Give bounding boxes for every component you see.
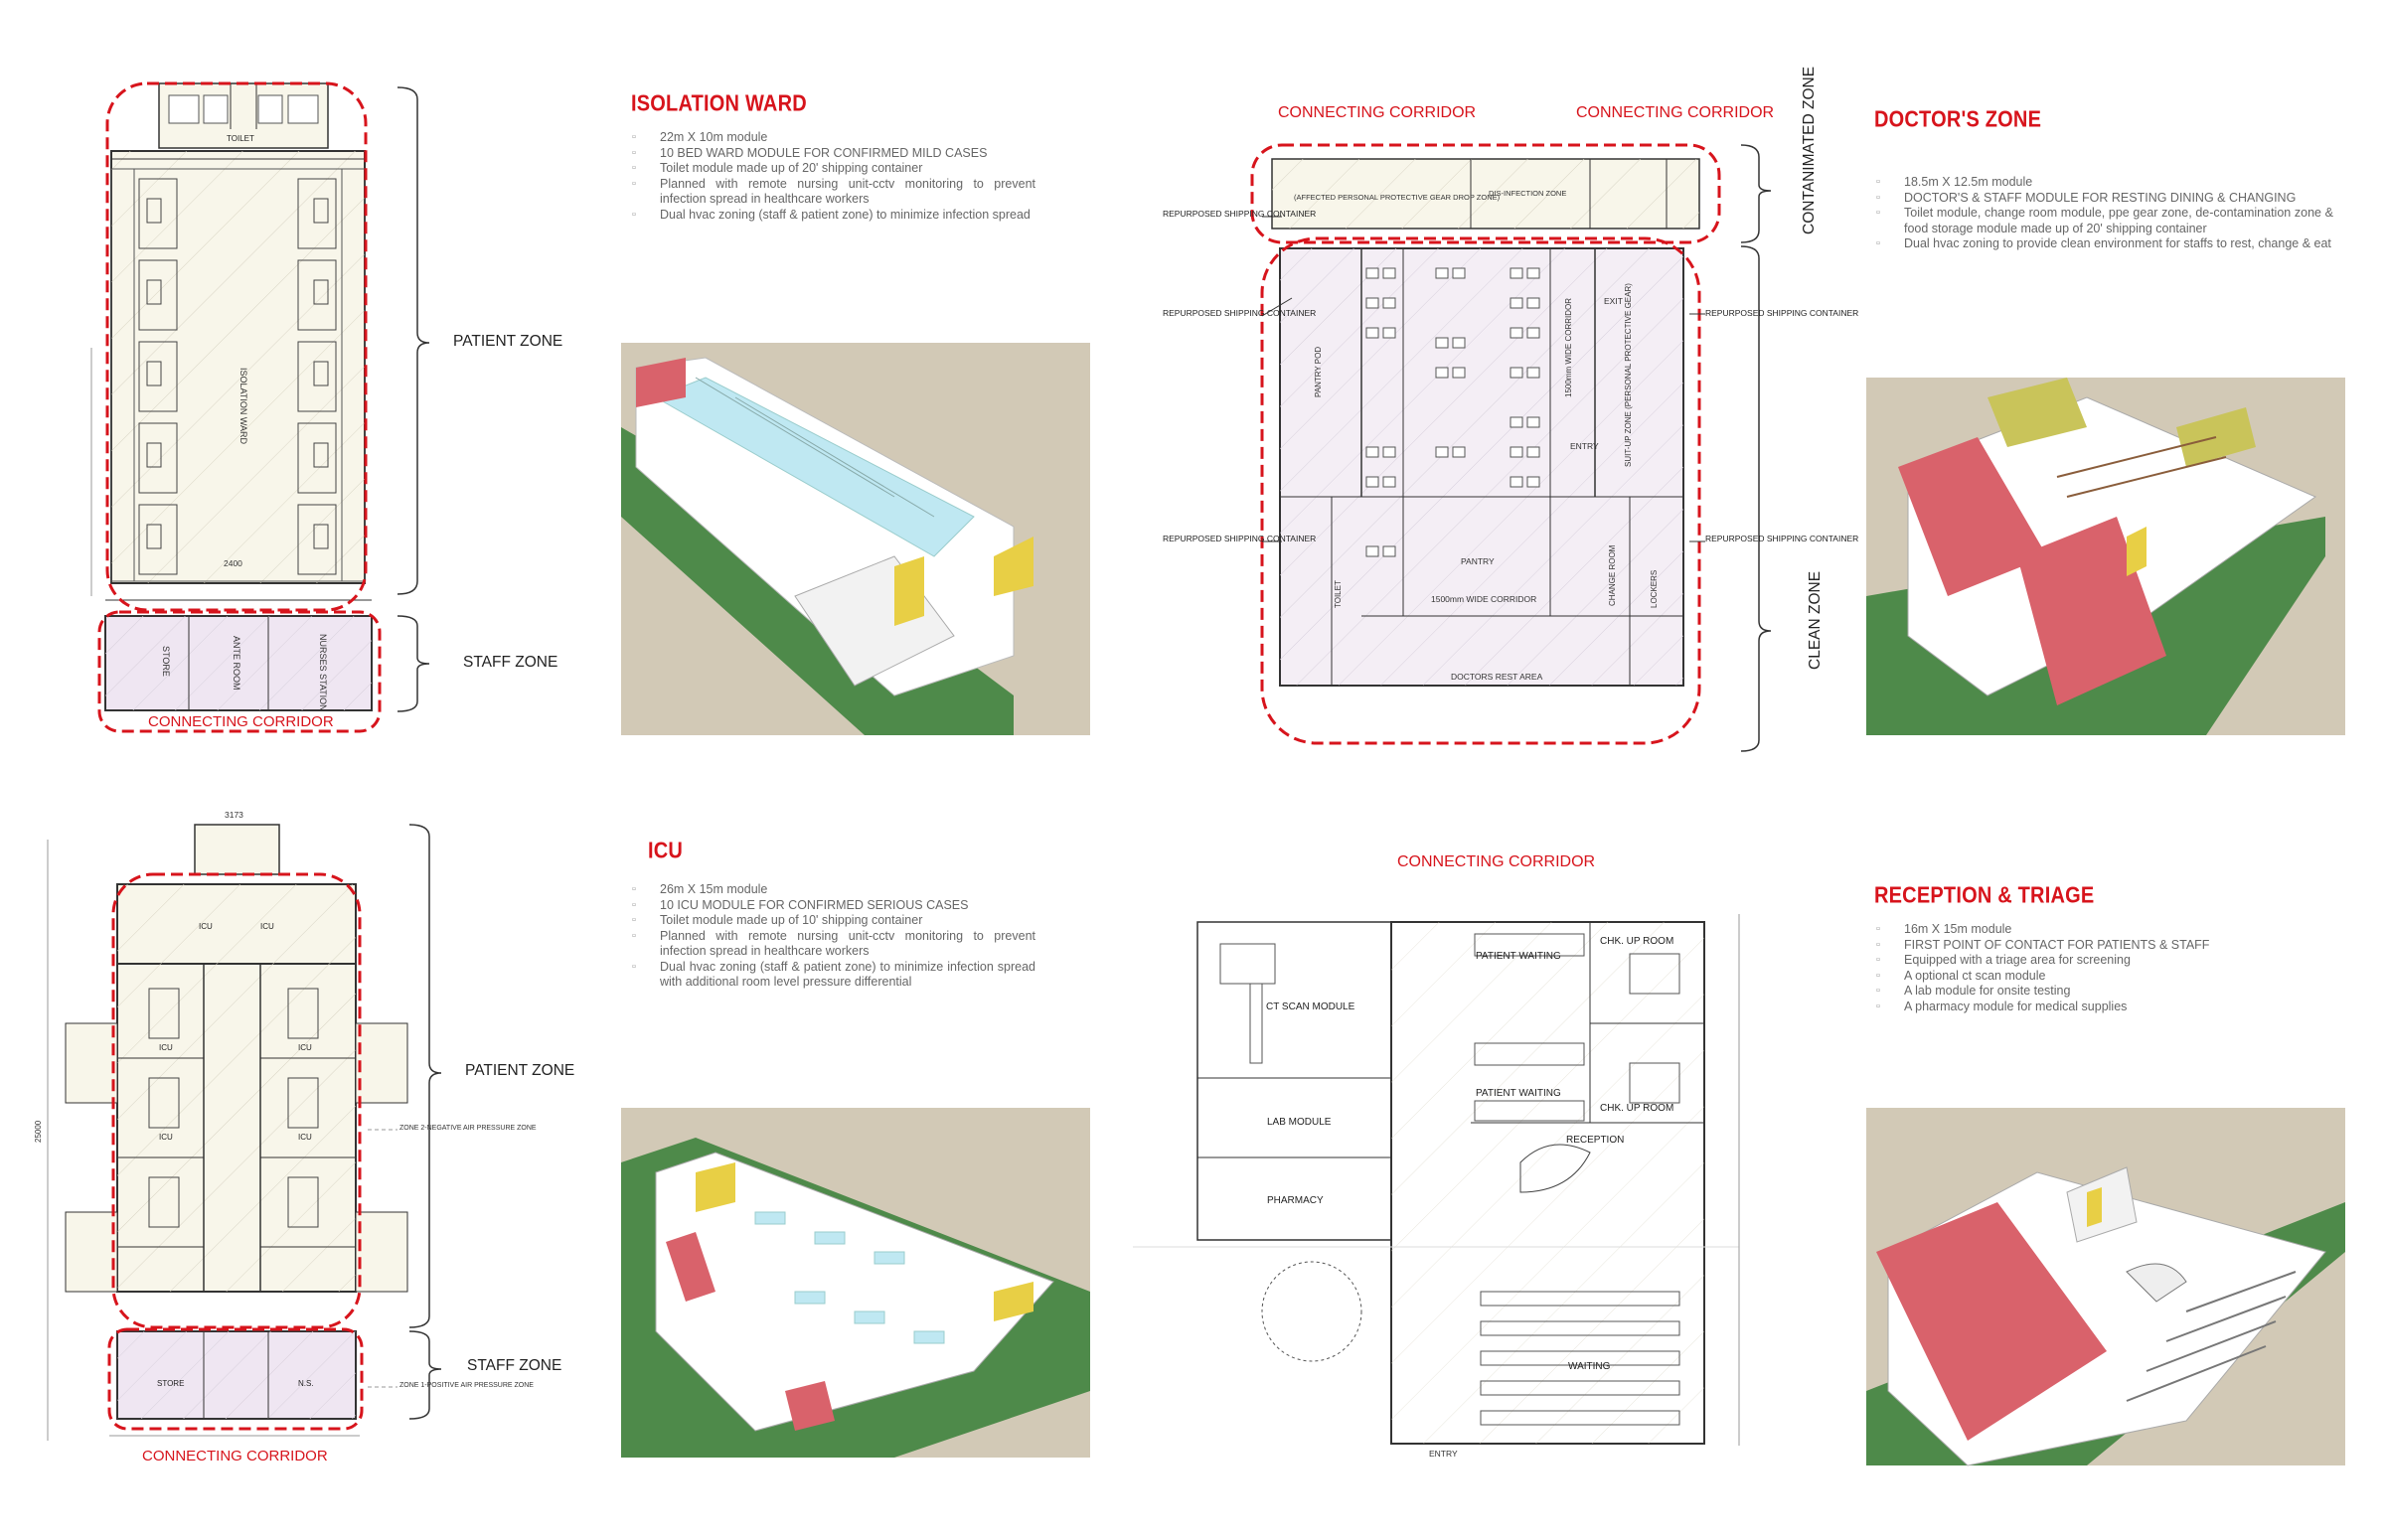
icu-bullets: 26m X 15m module 10 ICU MODULE FOR CONFI… (632, 882, 1035, 991)
entry-label: ENTRY (1570, 441, 1599, 451)
repurposed-container-label: REPURPOSED SHIPPING CONTAINER (1705, 308, 1859, 318)
icu-bullet: Toilet module made up of 10' shipping co… (632, 913, 1035, 929)
reception-bullet: A optional ct scan module (1876, 969, 2333, 985)
icu-patient-zone-label: PATIENT ZONE (465, 1062, 575, 1079)
patient-waiting-room: PATIENT WAITING (1476, 1088, 1561, 1099)
reception-entry-label: ENTRY (1429, 1449, 1458, 1459)
reception-room: RECEPTION (1566, 1135, 1625, 1146)
patient-waiting-room: PATIENT WAITING (1476, 951, 1561, 962)
icu-connecting-corridor-label: CONNECTING CORRIDOR (142, 1448, 328, 1464)
icu-room: ICU (199, 922, 213, 931)
icu-bullet: Planned with remote nursing unit-cctv mo… (632, 929, 1035, 960)
doctors-bullet: 18.5m X 12.5m module (1876, 175, 2333, 191)
doctors-bullets: 18.5m X 12.5m module DOCTOR'S & STAFF MO… (1876, 175, 2333, 252)
positive-pressure-zone-label: ZONE 1-POSITIVE AIR PRESSURE ZONE (399, 1382, 534, 1389)
negative-pressure-zone-label: ZONE 2-NEGATIVE AIR PRESSURE ZONE (399, 1125, 537, 1132)
doctors-bullet: Dual hvac zoning to provide clean enviro… (1876, 236, 2333, 252)
doctors-connecting-corridor-left: CONNECTING CORRIDOR (1278, 104, 1477, 121)
icu-staff-zone-label: STAFF ZONE (467, 1357, 562, 1374)
reception-bullet: FIRST POINT OF CONTACT FOR PATIENTS & ST… (1876, 938, 2333, 954)
isolation-bullets: 22m X 10m module 10 BED WARD MODULE FOR … (632, 130, 1035, 223)
isolation-bullet: Planned with remote nursing unit-cctv mo… (632, 177, 1035, 208)
icu-room: ICU (298, 1043, 312, 1052)
doctors-bullet: DOCTOR'S & STAFF MODULE FOR RESTING DINI… (1876, 191, 2333, 207)
icu-room: ICU (159, 1133, 173, 1142)
ppe-drop-zone-room: (AFFECTED PERSONAL PROTECTIVE GEAR DROP … (1294, 193, 1501, 202)
pantry-room: PANTRY (1461, 556, 1495, 566)
reception-bullet: A pharmacy module for medical supplies (1876, 1000, 2333, 1015)
doctors-connecting-corridor-right: CONNECTING CORRIDOR (1576, 104, 1775, 121)
icu-room: ICU (260, 922, 274, 931)
icu-bullet: Dual hvac zoning (staff & patient zone) … (632, 960, 1035, 991)
doctors-bullet: Toilet module, change room module, ppe g… (1876, 206, 2333, 236)
repurposed-container-label: REPURPOSED SHIPPING CONTAINER (1163, 534, 1317, 543)
horizontal-corridor-room: 1500mm WIDE CORRIDOR (1431, 594, 1537, 604)
icu-room: ICU (159, 1043, 173, 1052)
icu-dim-3173: 3173 (225, 810, 243, 820)
repurposed-container-label: REPURPOSED SHIPPING CONTAINER (1163, 209, 1317, 219)
icu-store-room: STORE (157, 1379, 185, 1388)
isolation-connecting-corridor-label: CONNECTING CORRIDOR (148, 713, 334, 730)
isolation-dim-2400: 2400 (224, 558, 242, 568)
waiting-room: WAITING (1568, 1361, 1611, 1372)
repurposed-container-label: REPURPOSED SHIPPING CONTAINER (1705, 534, 1859, 543)
repurposed-container-label: REPURPOSED SHIPPING CONTAINER (1163, 308, 1317, 318)
exit-label: EXIT (1604, 296, 1623, 306)
isolation-toilet-room: TOILET (227, 134, 254, 143)
doctors-zone-title: DOCTOR'S ZONE (1874, 107, 2042, 133)
reception-bullets: 16m X 15m module FIRST POINT OF CONTACT … (1876, 922, 2333, 1014)
reception-bullet: A lab module for onsite testing (1876, 984, 2333, 1000)
icu-bullet: 10 ICU MODULE FOR CONFIRMED SERIOUS CASE… (632, 898, 1035, 914)
reception-triage-title: RECEPTION & TRIAGE (1874, 883, 2095, 909)
isolation-patient-zone-label: PATIENT ZONE (453, 333, 563, 350)
ct-scan-module-room: CT SCAN MODULE (1266, 1001, 1355, 1012)
icu-room: ICU (298, 1133, 312, 1142)
disinfection-zone-room: DIS-INFECTION ZONE (1489, 189, 1567, 198)
icu-title: ICU (648, 839, 684, 864)
isolation-bullet: 10 BED WARD MODULE FOR CONFIRMED MILD CA… (632, 146, 1035, 162)
lab-module-room: LAB MODULE (1267, 1117, 1332, 1128)
doctors-rest-area-room: DOCTORS REST AREA (1451, 672, 1543, 682)
isolation-bullet: Toilet module made up of 20' shipping co… (632, 161, 1035, 177)
reception-connecting-corridor-label: CONNECTING CORRIDOR (1397, 853, 1596, 870)
pharmacy-room: PHARMACY (1267, 1195, 1324, 1206)
checkup-room: CHK. UP ROOM (1600, 1103, 1674, 1114)
checkup-room: CHK. UP ROOM (1600, 936, 1674, 947)
isolation-ward-title: ISOLATION WARD (631, 91, 807, 117)
reception-bullet: 16m X 15m module (1876, 922, 2333, 938)
icu-bullet: 26m X 15m module (632, 882, 1035, 898)
isolation-staff-zone-label: STAFF ZONE (463, 654, 558, 671)
reception-bullet: Equipped with a triage area for screenin… (1876, 953, 2333, 969)
isolation-bullet: Dual hvac zoning (staff & patient zone) … (632, 208, 1035, 224)
icu-nurses-station: N.S. (298, 1379, 314, 1388)
isolation-bullet: 22m X 10m module (632, 130, 1035, 146)
